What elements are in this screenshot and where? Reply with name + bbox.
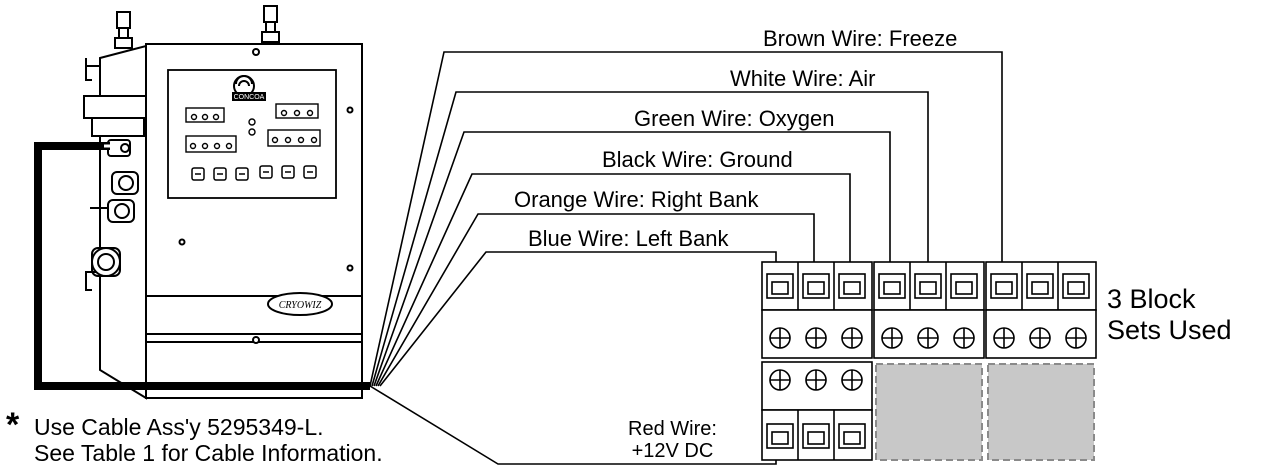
cable-note-line1: Use Cable Ass'y 5295349-L. (34, 414, 324, 440)
concoa-logo-icon: CONCOA (232, 75, 266, 101)
red-wire-label-line2: +12V DC (631, 440, 714, 462)
unused-block-slot-1 (875, 363, 983, 461)
indicator-group-left-bank (185, 135, 237, 153)
cable-note-line2: See Table 1 for Cable Information. (34, 440, 383, 466)
cryowiz-brand-plate: CRYOWIZ (267, 292, 333, 316)
orange-wire-label: Orange Wire: Right Bank (514, 187, 759, 212)
cryowiz-control-unit: CONCOA (83, 5, 363, 400)
side-block-lower (91, 117, 145, 137)
orange-wire (377, 213, 815, 387)
side-connector-1 (107, 139, 131, 157)
terminal-block-set-2 (873, 261, 985, 359)
white-wire-label: White Wire: Air (730, 66, 876, 91)
white-wire (371, 91, 929, 387)
terminal-block-set-1 (761, 261, 873, 359)
blue-wire (379, 251, 777, 387)
side-connector-4 (91, 247, 121, 277)
red-wire-label-line1: Red Wire: (628, 418, 717, 440)
terminal-block-power (761, 361, 873, 461)
panel-buttons (191, 165, 317, 181)
side-block-upper (83, 95, 147, 119)
top-gas-fitting-left (114, 11, 133, 49)
block-sets-label-line2: Sets Used (1107, 315, 1232, 345)
svg-text:CRYOWIZ: CRYOWIZ (279, 300, 322, 311)
side-connector-2 (111, 171, 139, 195)
cable-note: * Use Cable Ass'y 5295349-L. See Table 1… (6, 408, 383, 466)
brown-wire-label: Brown Wire: Freeze (763, 26, 958, 51)
mounting-bracket-top (85, 58, 100, 81)
unused-block-slot-2 (987, 363, 1095, 461)
side-connector-3 (90, 199, 135, 223)
indicator-group-right-bank (267, 129, 321, 147)
cable-assembly (34, 142, 370, 390)
indicator-group-top-right (275, 103, 319, 119)
svg-text:CONCOA: CONCOA (234, 94, 265, 101)
red-wire-label: Red Wire: +12V DC (628, 418, 717, 462)
terminal-block-row-top (761, 261, 1097, 359)
top-gas-fitting-right (261, 5, 280, 43)
black-wire-label: Black Wire: Ground (602, 147, 793, 172)
indicator-group-top-left (185, 107, 225, 123)
note-asterisk: * (6, 406, 20, 444)
green-wire (373, 131, 891, 387)
terminal-block-set-3 (985, 261, 1097, 359)
indicator-center (248, 118, 256, 136)
green-wire-label: Green Wire: Oxygen (634, 106, 835, 131)
block-sets-label-line1: 3 Block (1107, 284, 1196, 314)
blue-wire-label: Blue Wire: Left Bank (528, 226, 729, 251)
terminal-block-row-bottom (761, 361, 1095, 461)
brown-wire (369, 51, 1003, 387)
block-sets-label: 3 Block Sets Used (1107, 284, 1232, 346)
black-wire (375, 173, 851, 387)
